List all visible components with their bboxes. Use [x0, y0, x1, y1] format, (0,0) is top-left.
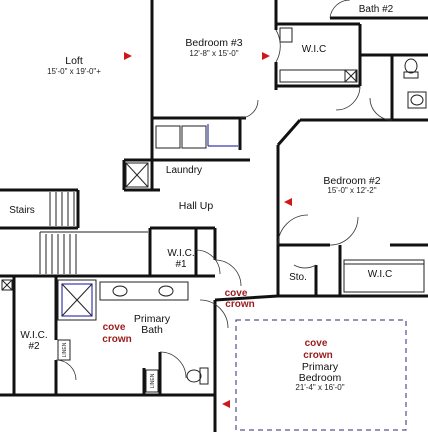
- bath2-label: Bath #2: [359, 4, 394, 15]
- door-swing-icon: [369, 97, 393, 121]
- cove-crown-bedroom-line1: cove: [305, 338, 328, 349]
- sto-label: Sto.: [289, 272, 307, 283]
- linen-left-label: LINEN: [62, 342, 68, 357]
- door-swing-icon: [277, 214, 309, 246]
- direction-marker-icon: [262, 52, 270, 60]
- door-swing-icon: [275, 29, 281, 63]
- door-swing-icon: [199, 299, 229, 329]
- toilet-icon: [403, 58, 419, 79]
- cove-crown-annotations: cove crown cove crown cove crown: [102, 288, 332, 361]
- linen-labels: LINEN LINEN: [62, 342, 156, 388]
- direction-marker-icon: [124, 52, 132, 60]
- door-swing-icon: [329, 0, 351, 19]
- bedroom2-label: Bedroom #2: [323, 175, 380, 187]
- bedroom3-dims: 12'-8" x 15'-0": [189, 49, 238, 58]
- door-swing-icon: [239, 99, 259, 119]
- door-swing-icon: [214, 259, 242, 287]
- cove-crown-bath-line1: cove: [103, 322, 126, 333]
- loft-dims: 15'-0" x 19'-0"+: [47, 67, 101, 76]
- fixtures: [1, 27, 427, 393]
- direction-marker-icon: [284, 198, 292, 206]
- door-swing-icon: [55, 359, 77, 381]
- linen-right-label: LINEN: [150, 373, 156, 388]
- cove-crown-bath-line2: crown: [102, 334, 131, 345]
- wic-right-label: W.I.C: [368, 269, 392, 280]
- door-swing-icon: [329, 216, 359, 246]
- wic2-label-line2: #2: [28, 341, 40, 352]
- primary-bedroom-label-line2: Bedroom: [299, 372, 342, 384]
- bedroom2-dims: 15'-0" x 12'-2": [327, 186, 376, 195]
- primary-bedroom-dims: 21'-4" x 16'-0": [295, 383, 344, 392]
- stair-treads: [39, 192, 148, 274]
- bedroom3-label: Bedroom #3: [185, 37, 242, 49]
- door-swing-icon: [159, 351, 187, 379]
- direction-markers: [124, 52, 292, 408]
- loft-label: Loft: [65, 55, 83, 67]
- primary-bath-label-line2: Bath: [141, 324, 163, 336]
- wic2-label-line1: W.I.C.: [20, 330, 47, 341]
- wic1-label-line1: W.I.C.: [167, 248, 194, 259]
- wic-top-label: W.I.C: [302, 44, 326, 55]
- sink-icon: [407, 91, 427, 109]
- door-swing-icon: [335, 85, 361, 111]
- direction-marker-icon: [222, 400, 230, 408]
- stairs-label: Stairs: [9, 205, 35, 216]
- primary-bedroom-label-line1: Primary: [302, 361, 339, 373]
- door-swing-icon: [195, 249, 221, 275]
- primary-bath-label-line1: Primary: [134, 313, 171, 325]
- shower-icon: [57, 279, 97, 321]
- tray-ceiling-outline: [235, 319, 407, 431]
- laundry-label: Laundry: [166, 165, 202, 176]
- door-swing-icon: [293, 264, 317, 269]
- room-labels: Loft 15'-0" x 19'-0"+ Bedroom #3 12'-8" …: [9, 4, 393, 392]
- wic1-label-line2: #1: [175, 259, 187, 270]
- cove-crown-bedroom-line2: crown: [303, 350, 332, 361]
- cove-crown-hall-line1: cove: [225, 288, 248, 299]
- hall-label: Hall Up: [179, 200, 214, 212]
- cove-crown-hall-line2: crown: [225, 299, 254, 310]
- door-swings: [55, 0, 393, 381]
- toilet-icon: [186, 367, 209, 385]
